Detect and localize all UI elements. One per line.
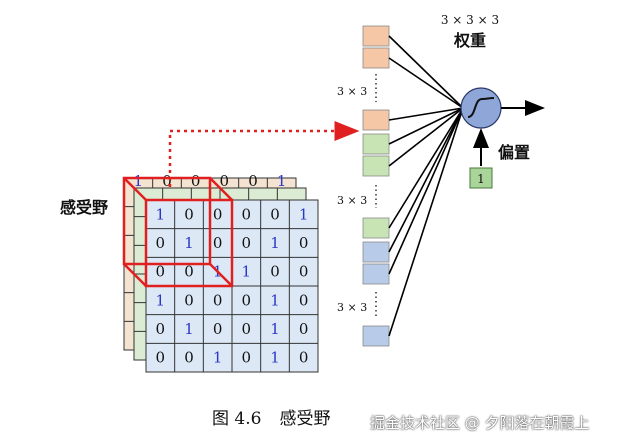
grid-cell: 1 bbox=[270, 320, 280, 338]
bias-label: 偏置 bbox=[498, 143, 530, 162]
grid-cell: 0 bbox=[213, 234, 223, 252]
grid-cell: 1 bbox=[270, 349, 280, 367]
grid-cell: 0 bbox=[213, 320, 223, 338]
watermark: 掘金技术社区 @ 夕阳落在朝霞上 bbox=[370, 414, 590, 432]
weight-connections bbox=[388, 35, 464, 337]
receptive-field-arrow bbox=[168, 121, 360, 187]
grid-cell: 0 bbox=[184, 263, 194, 281]
grid-cell: 0 bbox=[213, 291, 223, 309]
weight-cell bbox=[362, 47, 390, 69]
grid-cell: 1 bbox=[270, 291, 280, 309]
grid-cell: 0 bbox=[242, 234, 252, 252]
grid-cell: 1 bbox=[242, 263, 252, 281]
weights-label: 权重 bbox=[453, 31, 486, 50]
grid-cell: 1 bbox=[213, 349, 223, 367]
grid-cell: 0 bbox=[299, 234, 309, 252]
grid-cell: 1 bbox=[184, 234, 194, 252]
grid-cell: 0 bbox=[242, 349, 252, 367]
grid-cell: 0 bbox=[156, 320, 166, 338]
figure-caption: 图 4.6 感受野 bbox=[212, 404, 330, 429]
weight-cell bbox=[362, 155, 390, 177]
grid-cell: 0 bbox=[156, 349, 166, 367]
grid-cell: 0 bbox=[156, 234, 166, 252]
grid-cell: 0 bbox=[184, 205, 194, 223]
segment-dim-label-1: 3 × 3 bbox=[337, 85, 367, 98]
grid-cell: 0 bbox=[242, 205, 252, 223]
segment-dim-label-2: 3 × 3 bbox=[337, 194, 367, 207]
receptive-field-highlight bbox=[122, 176, 234, 288]
weights-dim-label: 3 × 3 × 3 bbox=[441, 13, 499, 27]
grid-cell: 1 bbox=[299, 205, 309, 223]
grid-cell: 1 bbox=[156, 291, 166, 309]
bias-node: 1 bbox=[469, 167, 493, 189]
back-grid-cell: 1 bbox=[134, 172, 144, 190]
grid-cell: 0 bbox=[156, 263, 166, 281]
weight-cell bbox=[362, 217, 390, 239]
back-grid-cell: 1 bbox=[277, 172, 287, 190]
grid-cell: 0 bbox=[270, 263, 280, 281]
back-grid-cell: 0 bbox=[248, 172, 258, 190]
weight-cell bbox=[362, 325, 390, 347]
weight-cell bbox=[362, 241, 390, 263]
grid-cell: 0 bbox=[242, 291, 252, 309]
connection-line bbox=[388, 57, 464, 109]
connection-line bbox=[388, 107, 464, 253]
grid-cell: 0 bbox=[299, 320, 309, 338]
grid-cell: 1 bbox=[184, 320, 194, 338]
grid-cell: 0 bbox=[184, 291, 194, 309]
connection-line bbox=[388, 107, 464, 121]
weight-cell bbox=[362, 25, 390, 47]
grid-cell: 1 bbox=[270, 234, 280, 252]
grid-cell: 0 bbox=[299, 349, 309, 367]
figure-title: 感受野 bbox=[279, 409, 331, 429]
back-grid-cell: 0 bbox=[162, 172, 172, 190]
grid-cell: 0 bbox=[270, 205, 280, 223]
grid-cell: 0 bbox=[213, 205, 223, 223]
segment-dim-label-3: 3 × 3 bbox=[337, 301, 367, 314]
connection-line bbox=[388, 107, 464, 167]
grid-cell: 1 bbox=[156, 205, 166, 223]
weight-cell bbox=[362, 133, 390, 155]
grid-cell: 0 bbox=[242, 320, 252, 338]
bias-value: 1 bbox=[477, 172, 485, 186]
grid-cell: 0 bbox=[299, 263, 309, 281]
neuron bbox=[460, 87, 502, 129]
connection-line bbox=[388, 107, 464, 337]
weight-cell bbox=[362, 263, 390, 285]
activation-curve-icon bbox=[467, 97, 495, 118]
weight-cell bbox=[362, 109, 390, 131]
weight-column bbox=[362, 25, 390, 347]
connection-line bbox=[388, 107, 464, 145]
connection-line bbox=[388, 107, 464, 275]
connection-line bbox=[388, 107, 464, 229]
back-grid-cell: 0 bbox=[220, 172, 230, 190]
figure-number: 图 4.6 bbox=[212, 409, 262, 429]
receptive-field-label: 感受野 bbox=[60, 198, 108, 217]
back-grid-cell: 0 bbox=[191, 172, 201, 190]
grid-cell: 0 bbox=[184, 349, 194, 367]
connection-line bbox=[388, 35, 464, 109]
grid-cell: 0 bbox=[299, 291, 309, 309]
